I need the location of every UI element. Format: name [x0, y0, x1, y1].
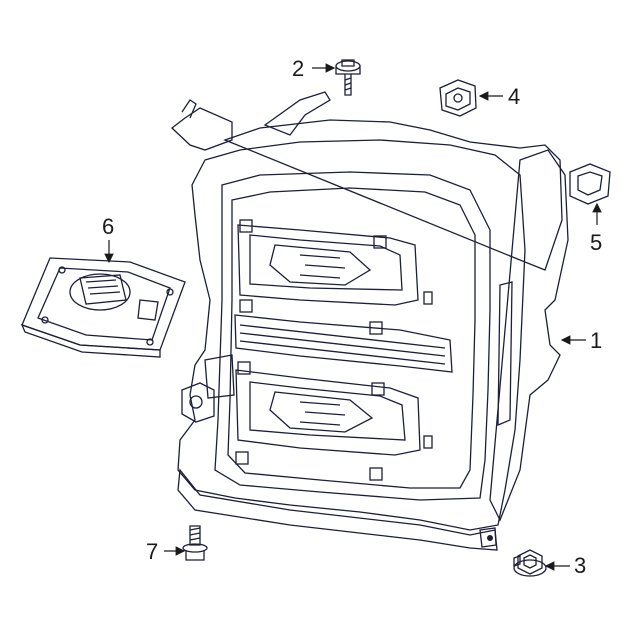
callout-number-6: 6 [102, 214, 114, 239]
callout-number-4: 4 [508, 84, 520, 109]
callout-1: 1 [560, 328, 602, 353]
nut-part[interactable] [513, 549, 547, 577]
ballast-module-part[interactable] [20, 257, 186, 358]
callout-6: 6 [102, 214, 114, 264]
callout-number-2: 2 [292, 56, 304, 81]
callout-2: 2 [292, 56, 336, 81]
callout-3: 3 [544, 553, 586, 578]
callout-4: 4 [478, 84, 520, 109]
callout-7: 7 [146, 539, 186, 564]
callout-number-7: 7 [146, 539, 158, 564]
callout-number-5: 5 [590, 230, 602, 255]
callout-5: 5 [590, 202, 602, 255]
bolt-part[interactable] [335, 59, 361, 96]
clip-part[interactable] [439, 79, 477, 117]
stud-bolt-part[interactable] [182, 525, 208, 561]
grommet-part[interactable] [569, 163, 611, 205]
callout-number-1: 1 [590, 328, 602, 353]
headlamp-assembly[interactable] [170, 91, 569, 551]
callout-number-3: 3 [574, 553, 586, 578]
